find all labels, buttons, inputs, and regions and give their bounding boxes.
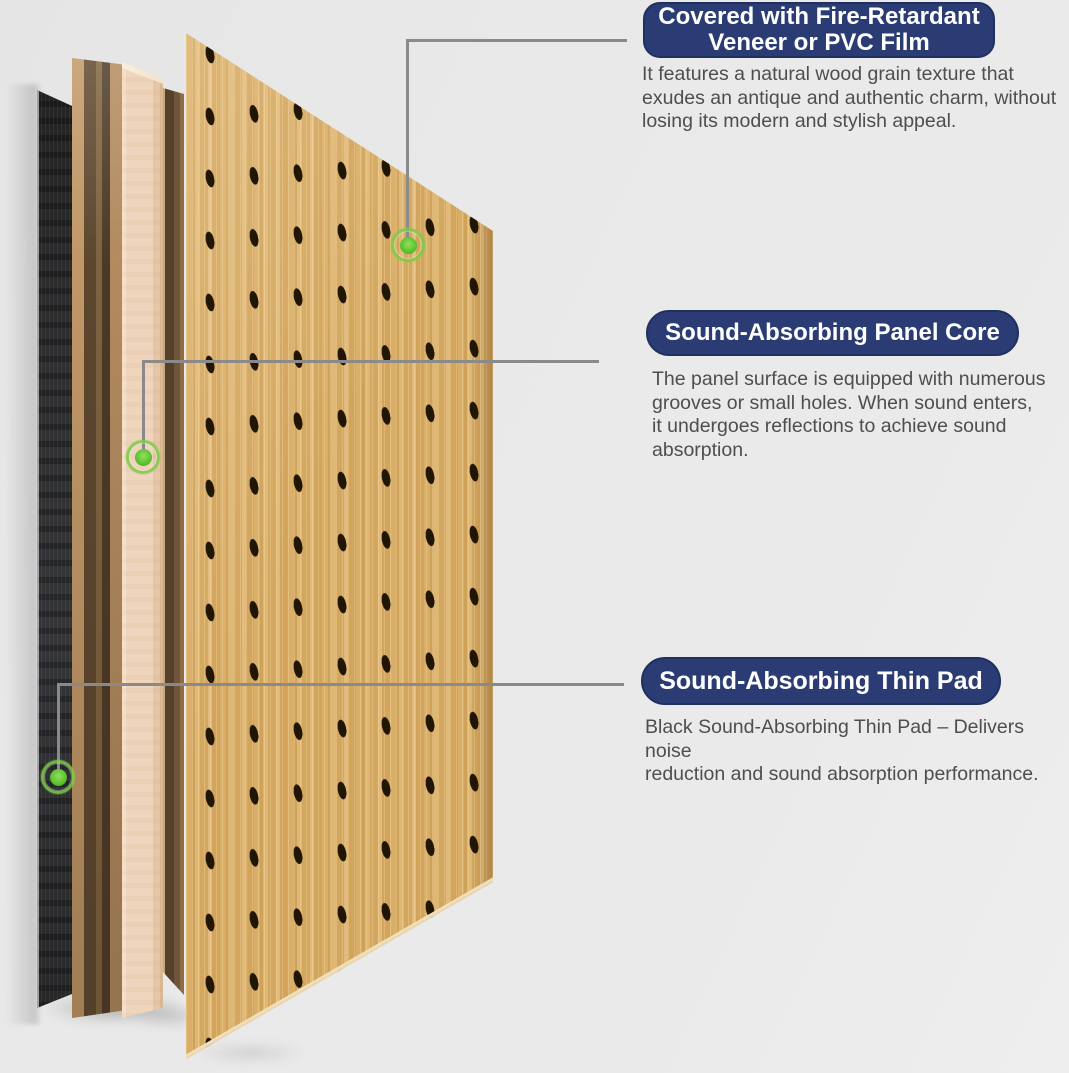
marker-pad-icon bbox=[41, 760, 75, 794]
panel-core-cream-layer bbox=[122, 62, 163, 1018]
marker-dot bbox=[399, 236, 417, 254]
panel-back-edge-layer bbox=[163, 88, 184, 995]
callout-title-pad: Sound-Absorbing Thin Pad bbox=[641, 657, 1001, 705]
callout-title-text: Sound-Absorbing Thin Pad bbox=[659, 666, 983, 695]
marker-veneer-icon bbox=[391, 228, 425, 262]
striped-core-edge-layer bbox=[72, 56, 127, 1018]
connector-veneer-horizontal bbox=[406, 39, 627, 42]
thin-pad-black-layer bbox=[37, 90, 72, 1008]
callout-description-veneer: It features a natural wood grain texture… bbox=[642, 63, 1057, 133]
connector-pad-horizontal bbox=[57, 683, 624, 686]
callout-title-text: Sound-Absorbing Panel Core bbox=[665, 319, 1000, 346]
connector-core-horizontal bbox=[142, 360, 599, 363]
wall-shadow bbox=[0, 84, 40, 1024]
marker-core-icon bbox=[126, 440, 160, 474]
perforation-holes-pattern bbox=[186, 33, 493, 1059]
callout-title-core: Sound-Absorbing Panel Core bbox=[646, 310, 1019, 356]
connector-pad-vertical bbox=[57, 683, 60, 777]
callout-description-pad: Black Sound-Absorbing Thin Pad – Deliver… bbox=[645, 716, 1039, 786]
marker-dot bbox=[134, 448, 152, 466]
marker-dot bbox=[49, 768, 67, 786]
connector-veneer-vertical bbox=[406, 39, 409, 245]
connector-core-vertical bbox=[142, 360, 145, 457]
perforated-veneer-panel bbox=[186, 33, 493, 1059]
callout-description-core: The panel surface is equipped with numer… bbox=[652, 368, 1046, 462]
